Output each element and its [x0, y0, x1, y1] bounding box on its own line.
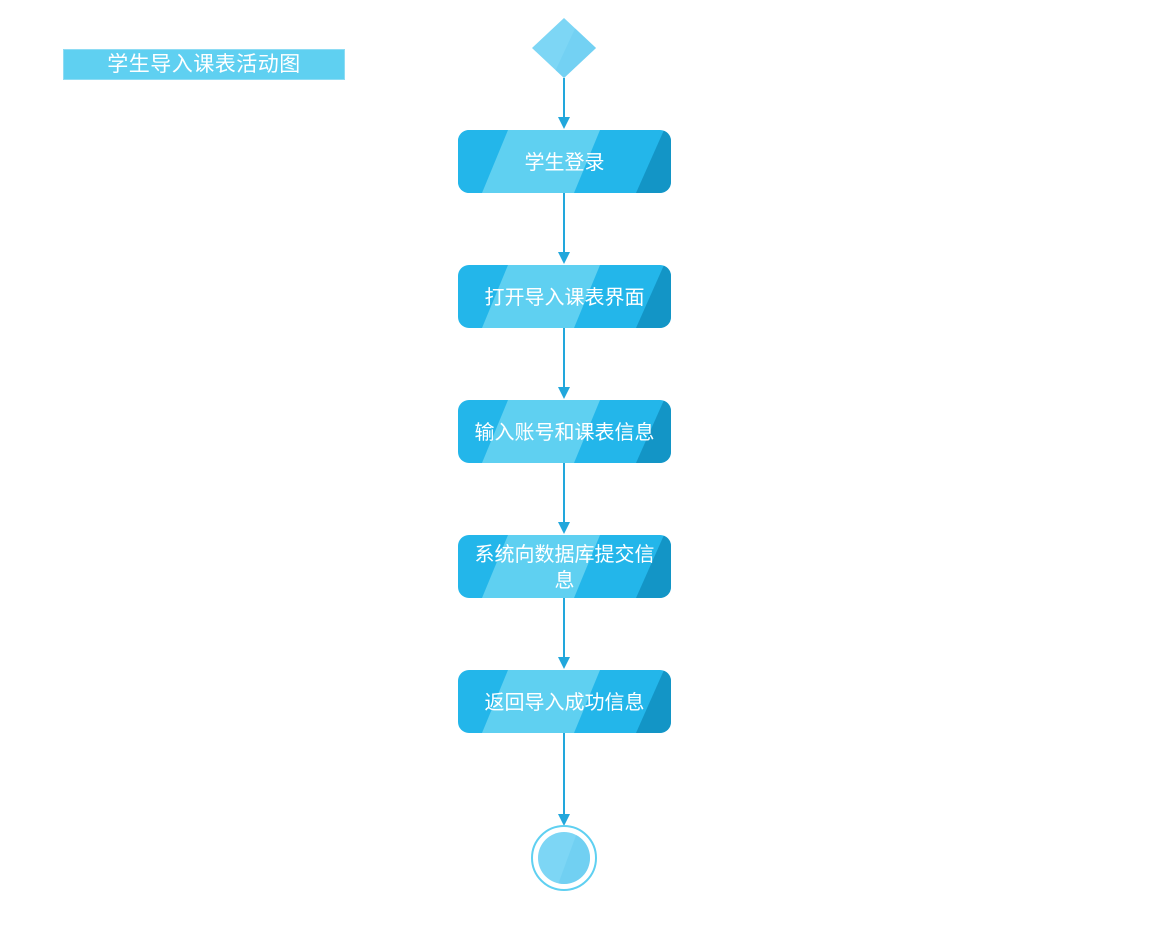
end-node [531, 825, 597, 891]
connector-start-to-login [558, 78, 570, 129]
start-node [532, 18, 596, 78]
activity-node-3 [458, 400, 671, 463]
activity-label-4: 系统向数据库提交信息 [474, 541, 655, 592]
activity-label-2: 打开导入课表界面 [484, 284, 645, 309]
activity-label-1: 学生登录 [524, 149, 605, 174]
connector-5-end [558, 733, 570, 826]
activity-node-5 [458, 670, 671, 733]
connector-1-2 [558, 193, 570, 264]
connector-4-5 [558, 598, 570, 669]
connector-2-3 [558, 328, 570, 399]
connector-3-4 [558, 463, 570, 534]
activity-node-4 [458, 535, 671, 598]
activity-node-1 [458, 130, 671, 193]
activity-node-2 [458, 265, 671, 328]
diagram-title: 学生导入课表活动图 [63, 49, 345, 80]
activity-label-3: 输入账号和课表信息 [474, 419, 655, 444]
activity-label-5: 返回导入成功信息 [484, 689, 645, 714]
